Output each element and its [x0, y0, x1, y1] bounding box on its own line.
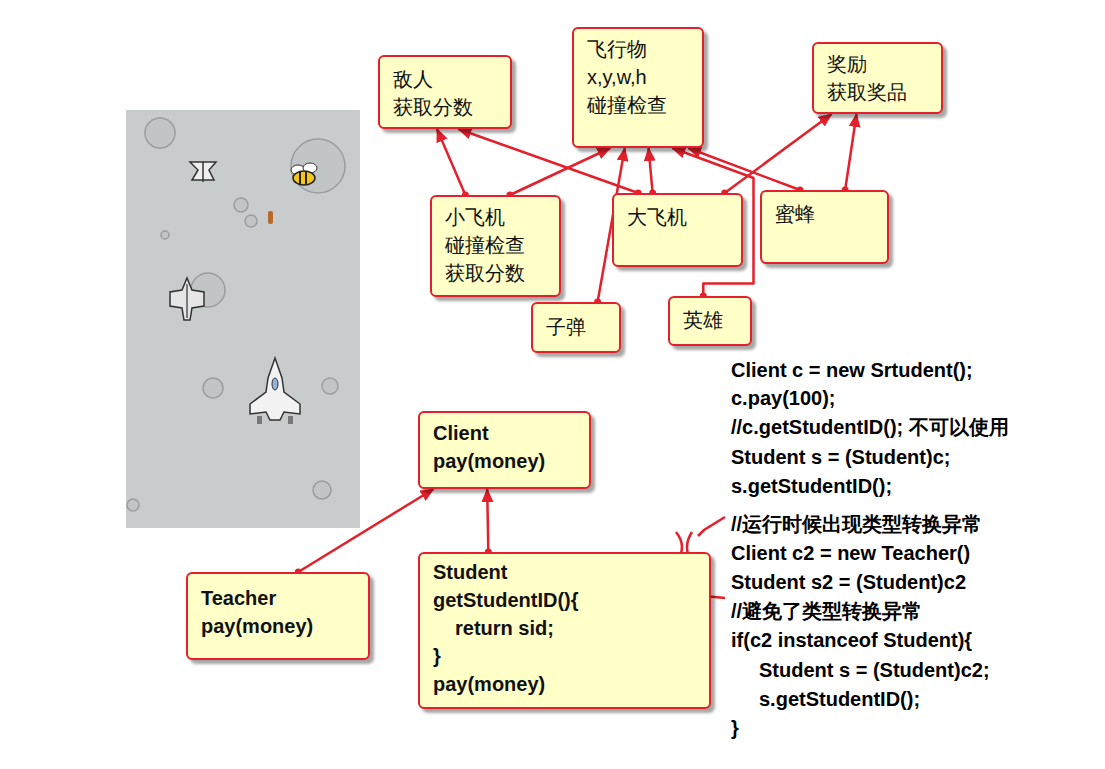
- bee-sprite: [291, 163, 317, 185]
- asteroid: [322, 378, 338, 394]
- asteroid: [145, 118, 175, 148]
- hero-engine: [288, 416, 293, 424]
- class-name: 大飞机: [627, 203, 727, 231]
- code-line: }: [731, 716, 739, 740]
- game-screen: [126, 110, 360, 528]
- code-line: Client c2 = new Teacher(): [731, 541, 970, 565]
- asteroid: [234, 198, 248, 212]
- member-text: x,y,w,h: [587, 63, 688, 91]
- abstract-class-box: 敌人获取分数: [378, 55, 512, 129]
- class-name: Teacher: [201, 584, 354, 612]
- member-text: 碰撞检查: [445, 231, 545, 259]
- class-name: 奖励: [827, 50, 927, 78]
- class-box: 子弹: [531, 302, 621, 353]
- bullet-sprite: [268, 211, 273, 224]
- base-class-box: 飞行物x,y,w,h碰撞检查: [572, 27, 704, 148]
- inheritance-arrow: [437, 129, 465, 195]
- asteroid: [313, 481, 331, 499]
- hero-cockpit: [272, 378, 278, 390]
- inheritance-arrow: [487, 489, 488, 552]
- small-plane-sprite: [190, 162, 216, 182]
- asteroid: [203, 378, 223, 398]
- hero-plane: [250, 358, 300, 420]
- member-text: getStudentID(){: [433, 586, 695, 614]
- class-name: 蜜蜂: [775, 200, 873, 228]
- big-plane-sprite: [170, 278, 204, 320]
- member-text: pay(money): [433, 447, 575, 475]
- code-line: //避免了类型转换异常: [731, 599, 922, 623]
- asteroid: [127, 499, 139, 511]
- big-plane: [170, 278, 204, 320]
- code-line: //运行时候出现类型转换异常: [731, 512, 982, 536]
- member-text: pay(money): [201, 612, 354, 640]
- class-name: Client: [433, 419, 575, 447]
- class-name: 英雄: [683, 306, 736, 334]
- code-line: Client c = new Srtudent();: [731, 358, 973, 382]
- member-text: return sid;: [433, 614, 695, 642]
- code-line: Student s = (Student)c2;: [759, 658, 990, 682]
- small-plane: [202, 162, 204, 182]
- code-line: s.getStudentID();: [731, 474, 892, 498]
- member-text: 碰撞检查: [587, 91, 688, 119]
- code-line: c.pay(100);: [731, 386, 836, 410]
- big-plane: [186, 284, 187, 318]
- code-line: Student s = (Student)c;: [731, 445, 950, 469]
- class-box: 小飞机碰撞检查获取分数: [430, 195, 561, 297]
- class-box: StudentgetStudentID(){return sid;}pay(mo…: [418, 552, 711, 709]
- class-name: 飞行物: [587, 35, 688, 63]
- class-name: 小飞机: [445, 203, 545, 231]
- bracket-leader: [698, 517, 725, 536]
- member-text: 获取奖品: [827, 78, 927, 106]
- inheritance-arrow: [845, 114, 856, 190]
- inheritance-arrow: [688, 148, 800, 190]
- inheritance-arrow: [510, 148, 610, 195]
- bee-stripe: [299, 172, 301, 184]
- asteroid: [245, 215, 257, 227]
- code-line: Student s2 = (Student)c2: [731, 570, 966, 594]
- bee-body: [293, 171, 315, 185]
- interface-box: 奖励获取奖品: [812, 42, 943, 114]
- hero-sprite: [250, 358, 300, 424]
- class-name: Student: [433, 558, 695, 586]
- class-box: Teacherpay(money): [186, 572, 370, 660]
- inheritance-arrow: [649, 148, 653, 193]
- interface-box: Clientpay(money): [418, 411, 591, 489]
- class-box: 蜜蜂: [760, 190, 889, 264]
- class-name: 敌人: [393, 65, 496, 93]
- class-box: 大飞机: [612, 193, 743, 267]
- member-text: }: [433, 642, 695, 670]
- code-line: s.getStudentID();: [759, 687, 920, 711]
- class-box: 英雄: [668, 296, 752, 346]
- member-text: 获取分数: [445, 259, 545, 287]
- inheritance-arrow: [298, 489, 433, 572]
- class-name: 子弹: [546, 313, 605, 341]
- code-line: if(c2 instanceof Student){: [731, 628, 972, 652]
- bee-stripe: [305, 171, 307, 185]
- asteroid: [291, 139, 345, 193]
- code-line: //c.getStudentID(); 不可以使用: [731, 415, 1009, 439]
- hero-engine: [257, 416, 262, 424]
- asteroid: [161, 231, 169, 239]
- member-text: 获取分数: [393, 93, 496, 121]
- member-text: pay(money): [433, 670, 695, 698]
- asteroids: [127, 118, 345, 511]
